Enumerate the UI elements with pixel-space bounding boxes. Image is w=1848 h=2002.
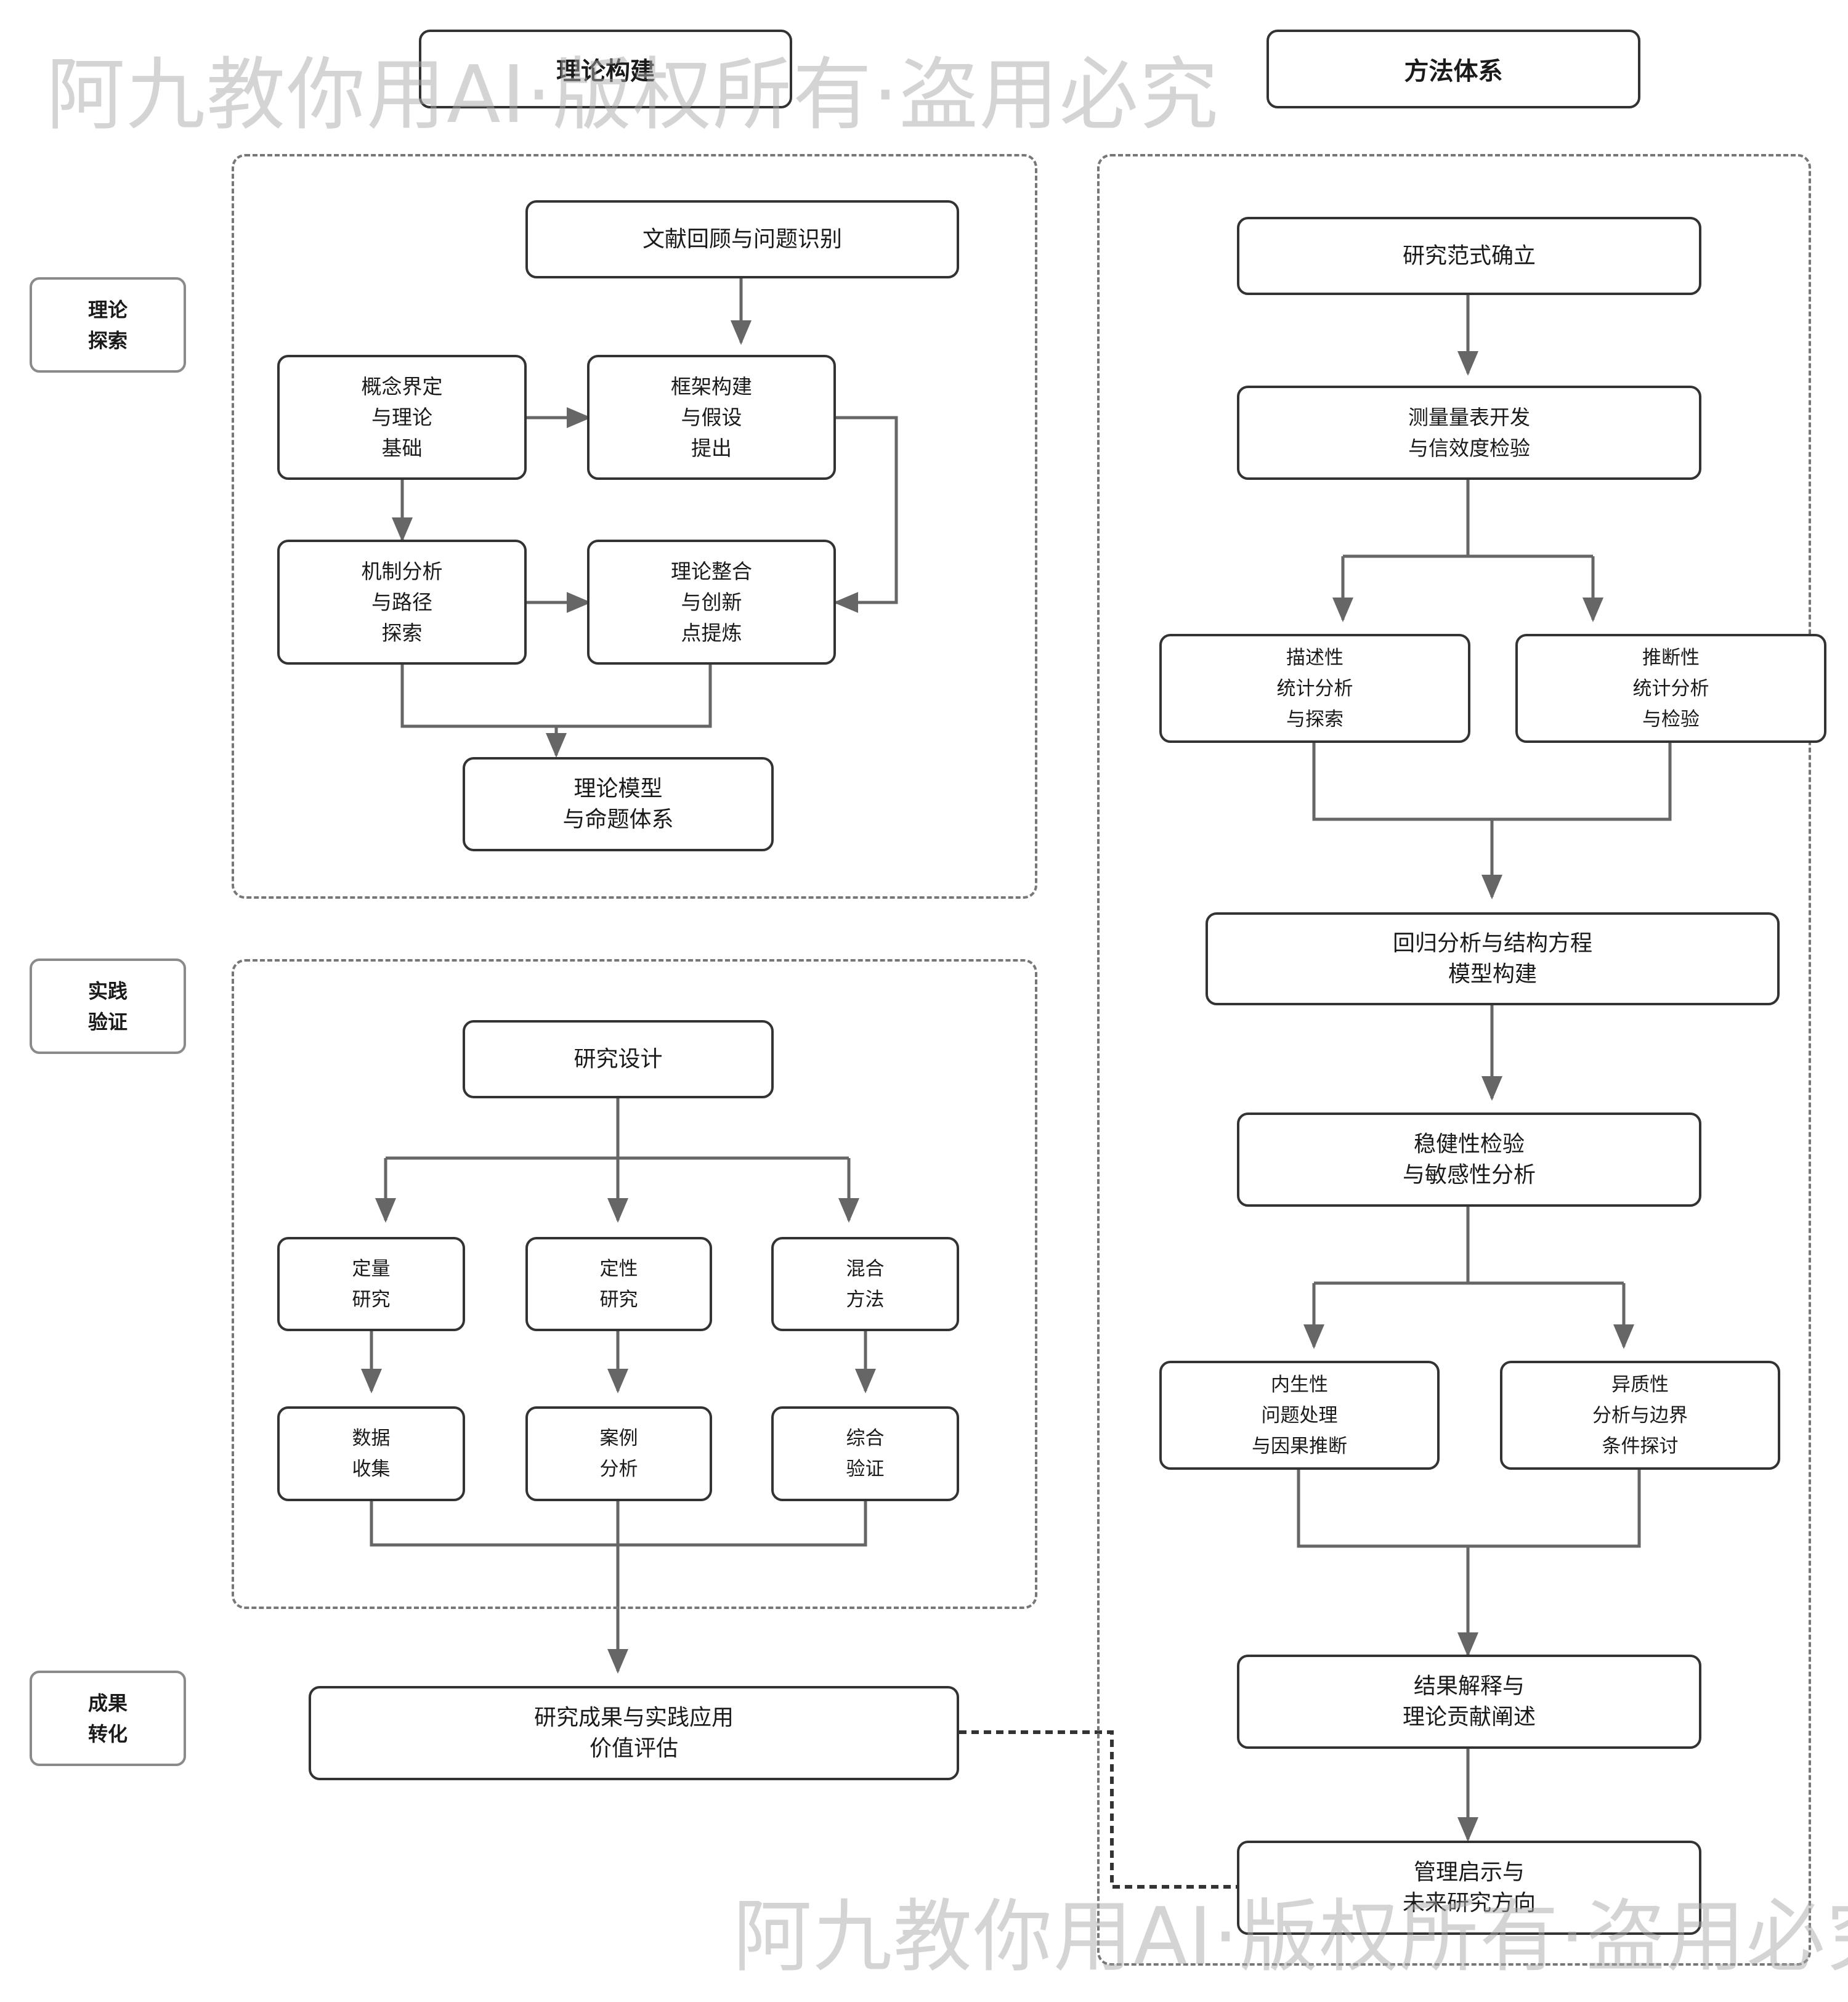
node-scale-development: 测量量表开发 与信效度检验 [1237, 386, 1701, 480]
node-data-collection: 数据 收集 [277, 1406, 465, 1501]
node-framework-hypothesis: 框架构建 与假设 提出 [587, 355, 836, 480]
header-method: 方法体系 [1266, 30, 1640, 108]
node-theory-model: 理论模型 与命题体系 [463, 757, 774, 851]
node-concept-definition: 概念界定 与理论 基础 [277, 355, 527, 480]
node-mechanism-analysis: 机制分析 与路径 探索 [277, 540, 527, 665]
node-quantitative: 定量 研究 [277, 1237, 465, 1331]
node-case-analysis: 案例 分析 [525, 1406, 712, 1501]
arrow-framework-to-integration [833, 416, 898, 613]
node-management-implication: 管理启示与 未来研究方向 [1237, 1841, 1701, 1935]
node-regression-sem: 回归分析与结构方程 模型构建 [1206, 912, 1780, 1005]
node-research-paradigm: 研究范式确立 [1237, 217, 1701, 295]
link-outcome-to-implication [959, 1730, 1237, 1889]
node-mixed-methods: 混合 方法 [771, 1237, 959, 1331]
node-endogeneity: 内生性 问题处理 与因果推断 [1159, 1361, 1440, 1470]
node-theory-integration: 理论整合 与创新 点提炼 [587, 540, 836, 665]
header-theory: 理论构建 [419, 30, 792, 108]
theory-frame [232, 154, 1037, 899]
node-synthesis-validation: 综合 验证 [771, 1406, 959, 1501]
node-qualitative: 定性 研究 [525, 1237, 712, 1331]
node-outcome-value: 研究成果与实践应用 价值评估 [309, 1686, 959, 1780]
node-literature-review: 文献回顾与问题识别 [525, 200, 959, 278]
phase-label-explore: 理论 探索 [30, 277, 186, 373]
node-result-interpretation: 结果解释与 理论贡献阐述 [1237, 1655, 1701, 1749]
node-inferential-stats: 推断性 统计分析 与检验 [1515, 634, 1826, 743]
node-heterogeneity: 异质性 分析与边界 条件探讨 [1500, 1361, 1780, 1470]
practice-frame [232, 959, 1037, 1609]
phase-label-verify: 实践 验证 [30, 958, 186, 1054]
phase-label-transform: 成果 转化 [30, 1671, 186, 1766]
method-frame [1097, 154, 1811, 1966]
node-research-design: 研究设计 [463, 1020, 774, 1098]
node-descriptive-stats: 描述性 统计分析 与探索 [1159, 634, 1470, 743]
node-robustness-check: 稳健性检验 与敏感性分析 [1237, 1112, 1701, 1207]
